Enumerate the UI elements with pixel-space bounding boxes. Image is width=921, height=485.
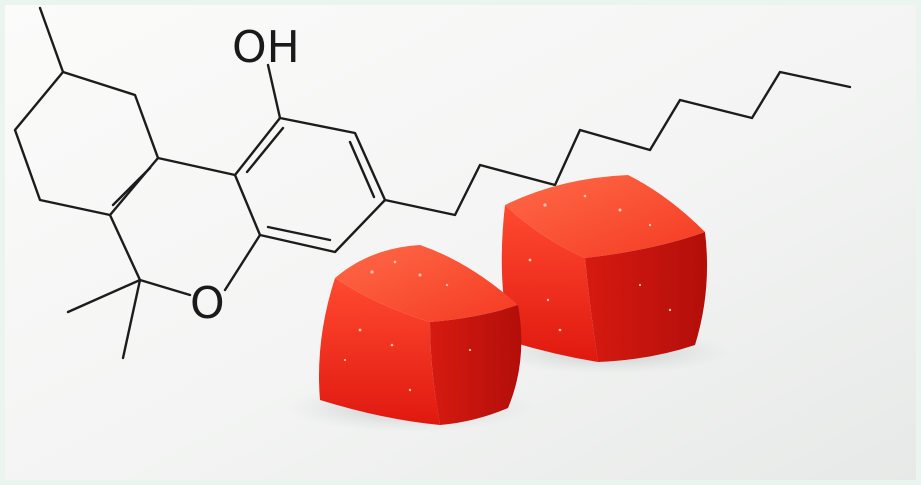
gummy-highlights <box>343 194 672 392</box>
red-gummy-cube-back <box>501 175 708 362</box>
chemical-structure <box>13 6 852 360</box>
ring-oxygen-label: O <box>190 278 225 329</box>
red-gummy-cube-front <box>319 245 522 425</box>
hydroxyl-label: OH <box>232 22 300 73</box>
